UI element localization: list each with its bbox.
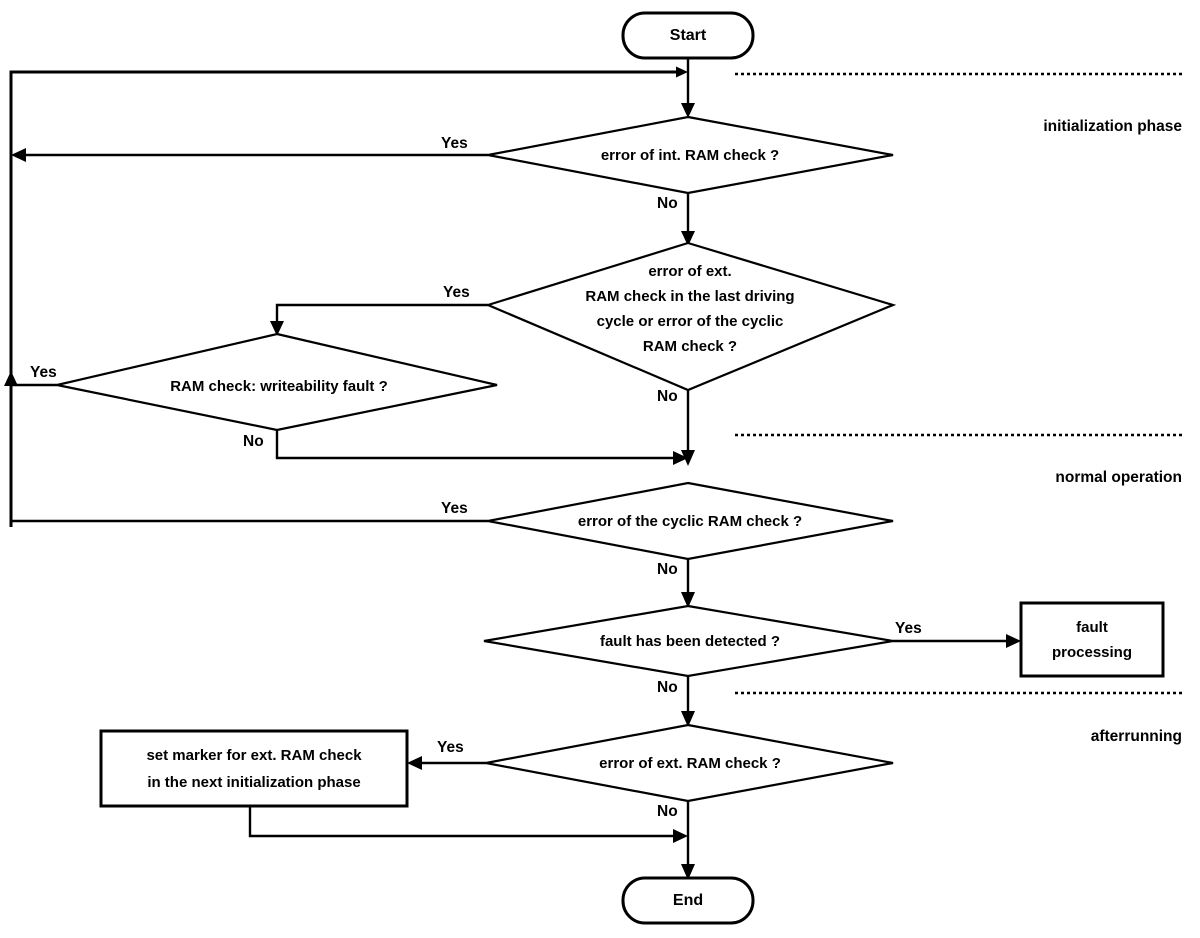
edge-d1-yes-arrowhead <box>11 148 26 162</box>
edge-d3-yes-arrowhead <box>4 371 18 386</box>
phase-label-afterrunning: afterrunning <box>1091 728 1182 745</box>
edge-label-d3-no: No <box>243 433 264 450</box>
edge-label-d3-yes: Yes <box>30 364 57 381</box>
edge-d2-yes <box>275 303 488 322</box>
edge-d2-yes-arrowhead <box>270 321 284 336</box>
end-node <box>621 876 755 925</box>
decision-ext-ram-line1: error of ext. <box>648 263 731 280</box>
edge-label-d6-no: No <box>657 803 678 820</box>
edge-d5-yes-arrowhead <box>1006 634 1021 648</box>
edge-label-d4-yes: Yes <box>441 500 468 517</box>
process-fault-processing-line1: fault <box>1076 619 1108 636</box>
decision-ext-ram-line3: cycle or error of the cyclic <box>597 313 784 330</box>
decision-fault-detected-label: fault has been detected ? <box>600 633 780 650</box>
edge-set-marker-to-trunk-arrowhead <box>673 829 688 843</box>
edge-d3-no-arrowhead <box>673 451 688 465</box>
start-node-label: Start <box>670 27 707 44</box>
decision-writeability-fault-label: RAM check: writeability fault ? <box>170 378 388 395</box>
edge-label-d5-no: No <box>657 679 678 696</box>
edge-label-d6-yes: Yes <box>437 739 464 756</box>
edge-d6-yes-arrowhead <box>407 756 422 770</box>
process-fault-processing-line2: processing <box>1052 644 1132 661</box>
edge-start-to-d1-arrowhead <box>681 103 695 118</box>
process-set-marker-line2: in the next initialization phase <box>147 774 360 791</box>
process-set-marker-line1: set marker for ext. RAM check <box>146 747 362 764</box>
process-fault-processing <box>1019 601 1165 678</box>
decision-ext-ram-line2: RAM check in the last driving <box>585 288 794 305</box>
edge-d5-no-arrowhead <box>681 711 695 727</box>
decision-ext-ram-check-final-label: error of ext. RAM check ? <box>599 755 781 772</box>
edge-d3-no <box>275 430 674 460</box>
edge-label-d1-no: No <box>657 195 678 212</box>
edge-label-d2-yes: Yes <box>443 284 470 301</box>
edge-label-d1-yes: Yes <box>441 135 468 152</box>
decision-int-ram-check-label: error of int. RAM check ? <box>601 147 779 164</box>
edge-label-d4-no: No <box>657 561 678 578</box>
phase-label-initialization: initialization phase <box>1043 118 1182 135</box>
edge-label-d5-yes: Yes <box>895 620 922 637</box>
edge-set-marker-to-trunk <box>248 806 674 838</box>
decision-ext-ram-line4: RAM check ? <box>643 338 737 355</box>
process-set-marker <box>99 729 409 808</box>
edge-d1-no-arrowhead <box>681 231 695 246</box>
decision-cyclic-ram-check-label: error of the cyclic RAM check ? <box>578 513 802 530</box>
edge-d4-no-arrowhead <box>681 592 695 608</box>
end-node-label: End <box>673 892 703 909</box>
edge-d6-no-arrowhead <box>681 864 695 880</box>
return-rail-outer-arrowhead <box>676 66 688 78</box>
edge-label-d2-no: No <box>657 388 678 405</box>
phase-label-normal: normal operation <box>1055 469 1182 486</box>
